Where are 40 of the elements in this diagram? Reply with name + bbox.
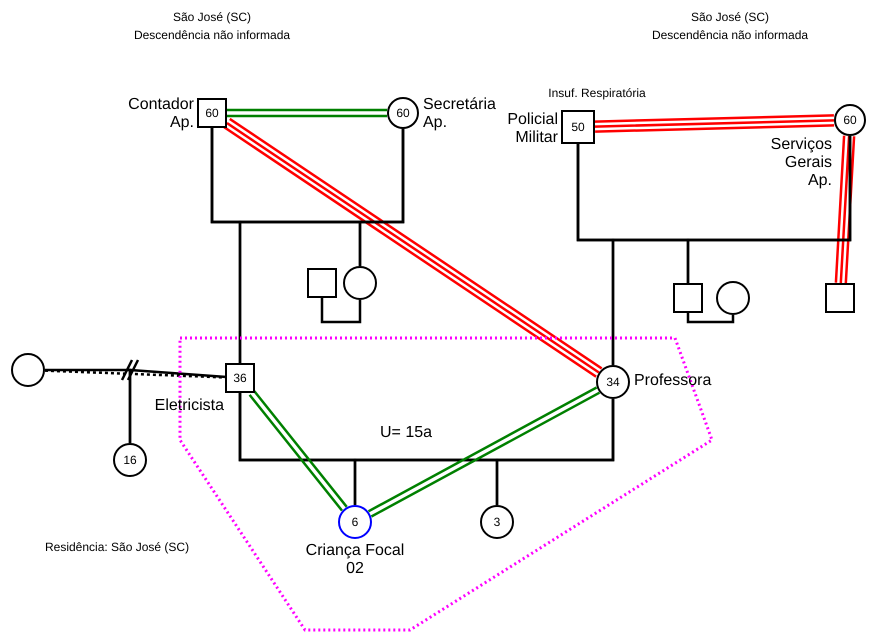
female-circle bbox=[716, 281, 750, 315]
male-square: 50 bbox=[561, 110, 595, 144]
note-label: Descendência não informada bbox=[650, 28, 810, 42]
note-label: São José (SC) bbox=[172, 10, 252, 24]
family-line bbox=[320, 298, 362, 324]
female-circle bbox=[11, 353, 45, 387]
male-square bbox=[673, 283, 703, 313]
cause-of-death-label: Insuf. Respiratória bbox=[547, 86, 647, 100]
person-label: Eletricista bbox=[154, 397, 224, 415]
female-circle: 60 bbox=[387, 97, 419, 129]
person-label: Policial Militar bbox=[506, 111, 558, 147]
female-circle: 16 bbox=[113, 443, 147, 477]
relationship-line bbox=[222, 118, 603, 378]
household-label: Residência: São José (SC) bbox=[45, 540, 190, 554]
female-circle bbox=[343, 266, 377, 300]
relationship-line bbox=[594, 114, 836, 133]
male-square: 60 bbox=[197, 98, 227, 128]
male-square bbox=[307, 268, 337, 298]
female-circle: 6 bbox=[338, 505, 372, 539]
person-label: Professora bbox=[634, 372, 712, 390]
female-circle: 3 bbox=[480, 505, 514, 539]
male-square bbox=[825, 283, 855, 313]
relationship-line bbox=[248, 390, 348, 512]
relationship-line bbox=[834, 134, 856, 285]
family-line bbox=[686, 313, 734, 324]
family-line bbox=[686, 136, 852, 283]
female-circle: 34 bbox=[596, 365, 630, 399]
relationship-line bbox=[226, 108, 388, 118]
female-circle: 60 bbox=[834, 104, 866, 136]
family-line bbox=[496, 399, 614, 505]
family-line bbox=[128, 368, 226, 443]
male-square: 36 bbox=[225, 363, 255, 393]
person-label: Serviços Gerais Ap. bbox=[770, 136, 832, 190]
person-label: Criança Focal 02 bbox=[304, 542, 406, 578]
family-line bbox=[358, 129, 404, 266]
note-label: Descendência não informada bbox=[132, 28, 292, 42]
person-label: Contador Ap. bbox=[127, 96, 194, 132]
note-label: São José (SC) bbox=[690, 10, 770, 24]
relationship-line bbox=[367, 386, 601, 518]
person-label: Secretária Ap. bbox=[423, 96, 497, 132]
